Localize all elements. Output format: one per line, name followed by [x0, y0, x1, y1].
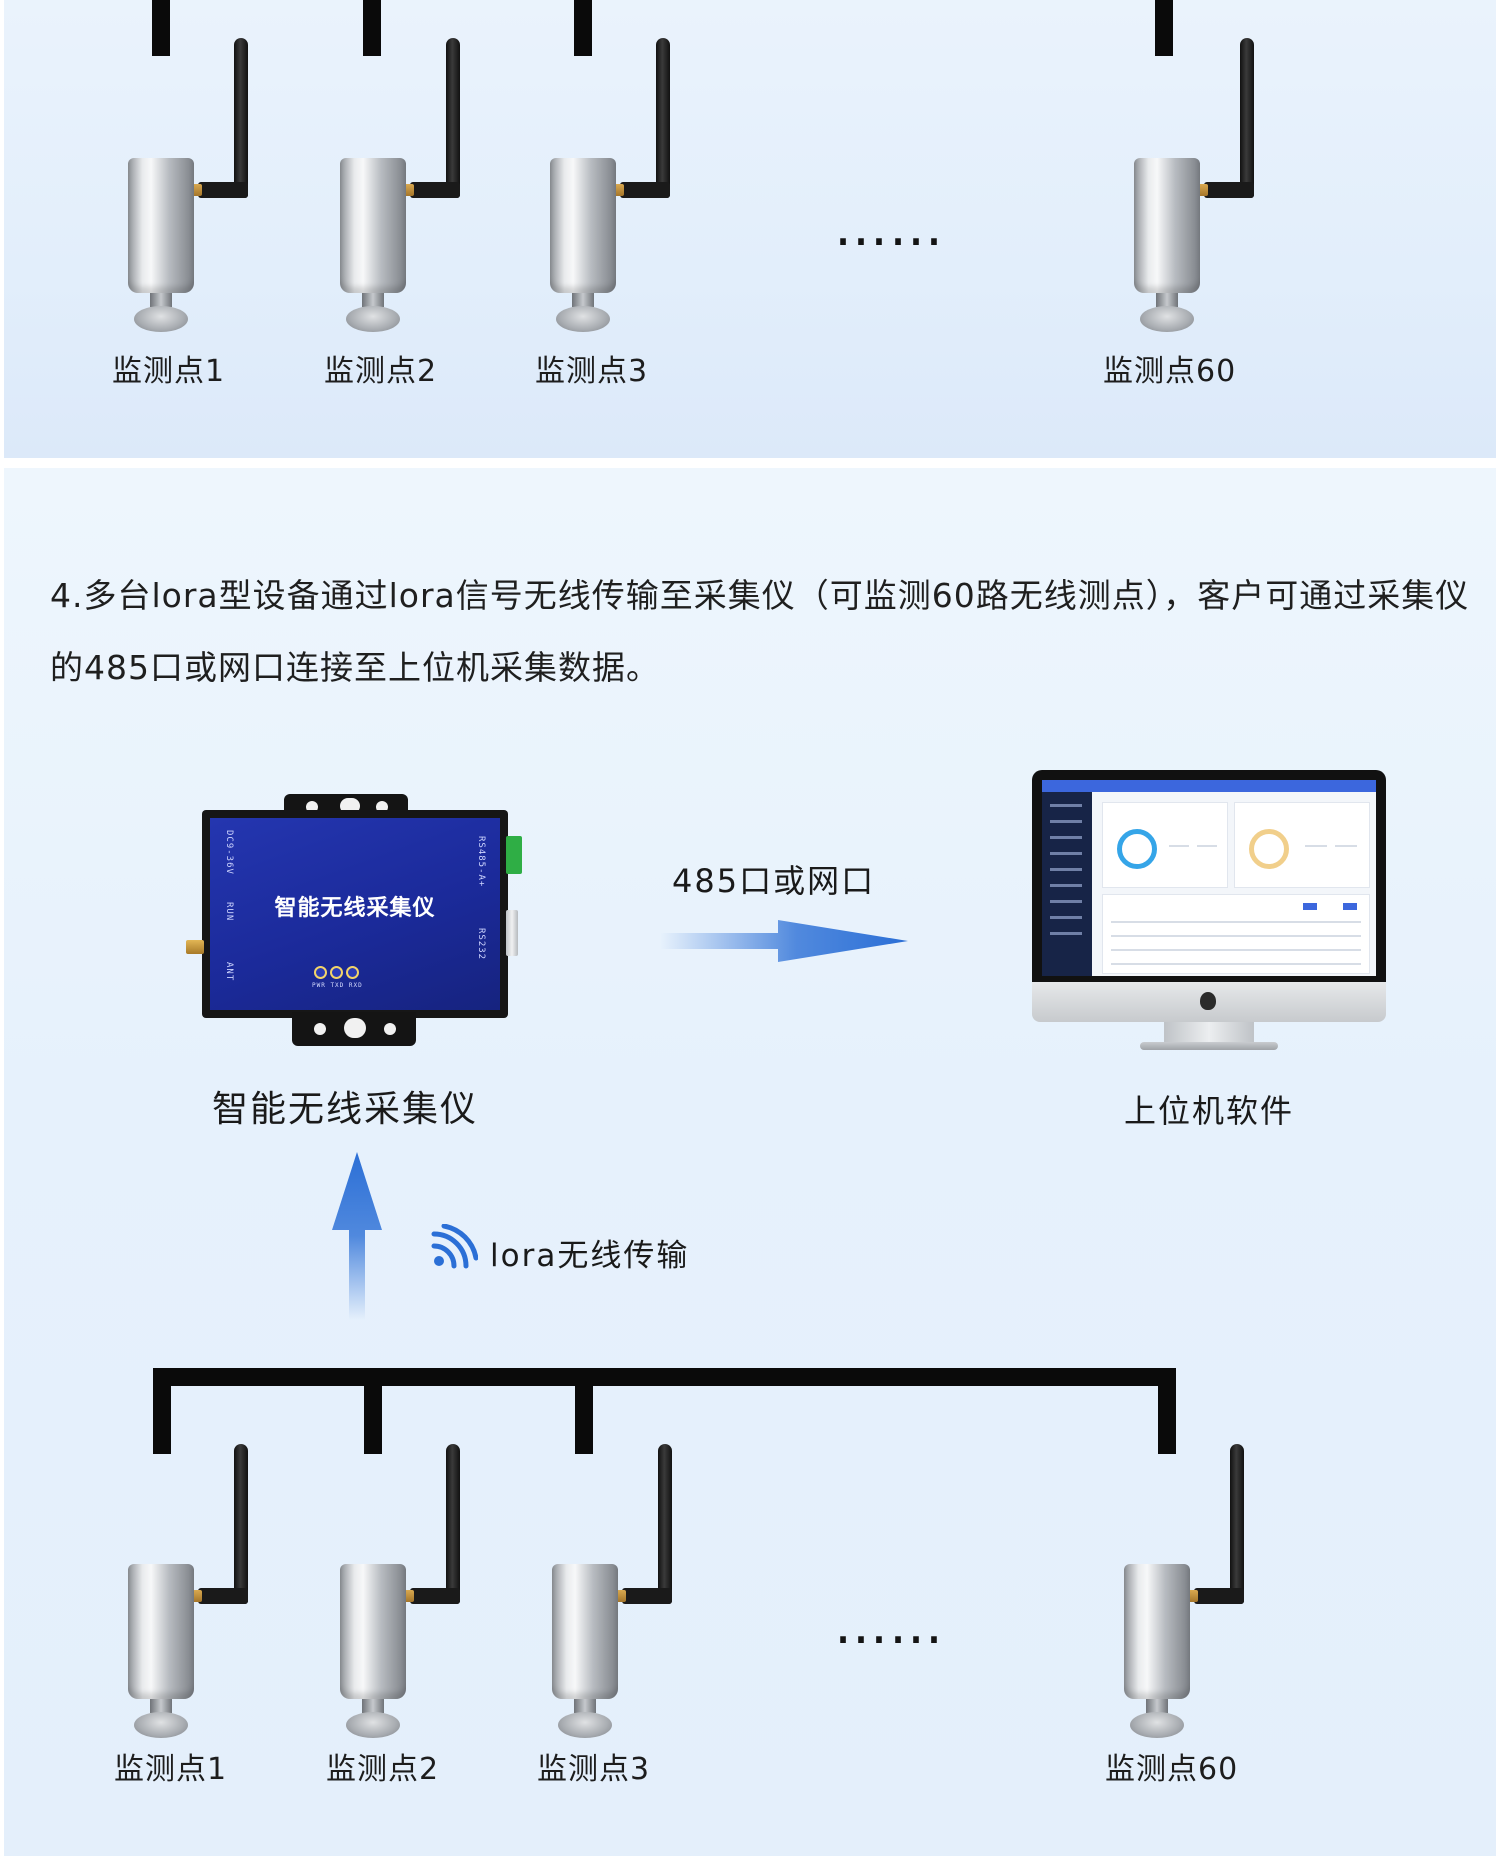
- bottom-sensor-1: [128, 1444, 268, 1738]
- sensor-body: [340, 158, 406, 293]
- sensor-body: [128, 158, 194, 293]
- port-label-rs232: RS232: [476, 928, 486, 961]
- antenna-connector: [186, 940, 204, 954]
- apple-logo-icon: [1200, 992, 1216, 1010]
- antenna: [656, 38, 670, 198]
- antenna: [234, 38, 248, 198]
- antenna: [1230, 1444, 1244, 1604]
- up-arrow-icon: [332, 1152, 382, 1320]
- port-label-ant: ANT: [224, 962, 234, 982]
- sensor-body: [1134, 158, 1200, 293]
- top-sensor-1: [128, 38, 268, 332]
- software-screen: [1042, 780, 1376, 976]
- bottom-bus-main: [153, 1368, 1176, 1386]
- sensor-base: [346, 1712, 400, 1738]
- sensor-base: [346, 306, 400, 332]
- top-ellipsis: ……: [834, 195, 944, 258]
- antenna: [1240, 38, 1254, 198]
- lora-label: lora无线传输: [490, 1238, 690, 1274]
- host-caption: 上位机软件: [1124, 1092, 1295, 1130]
- bottom-sensor-label-3: 监测点3: [537, 1752, 651, 1787]
- bottom-sensor-label-60: 监测点60: [1105, 1752, 1239, 1787]
- antenna: [446, 1444, 460, 1604]
- antenna: [234, 1444, 248, 1604]
- top-sensor-60: [1134, 38, 1274, 332]
- bottom-ellipsis: ……: [834, 1593, 944, 1656]
- led-caption: PWR TXD RXD: [312, 982, 363, 989]
- top-bus-stub-1: [152, 0, 170, 56]
- sensor-body: [550, 158, 616, 293]
- collector-device: DC9-36V RUN ANT RS485-A+ RS232 智能无线采集仪 P…: [180, 790, 540, 1060]
- terminal-block: [506, 836, 522, 874]
- bottom-bus-stub-3: [575, 1368, 593, 1454]
- mount-bracket-bottom: [292, 1012, 416, 1046]
- device-face-title: 智能无线采集仪: [274, 896, 436, 921]
- bottom-sensor-label-2: 监测点2: [326, 1752, 440, 1787]
- sensor-base: [1130, 1712, 1184, 1738]
- right-arrow-icon: [660, 920, 908, 962]
- sensor-body: [1124, 1564, 1190, 1699]
- led-txd: [330, 966, 343, 979]
- antenna: [658, 1444, 672, 1604]
- software-sidebar: [1042, 792, 1092, 976]
- top-sensor-2: [340, 38, 480, 332]
- sensor-base: [1140, 306, 1194, 332]
- host-computer: [1032, 770, 1386, 1050]
- device-face: DC9-36V RUN ANT RS485-A+ RS232 智能无线采集仪 P…: [210, 818, 500, 1010]
- port-label-run: RUN: [224, 902, 234, 922]
- sensor-body: [340, 1564, 406, 1699]
- bottom-sensor-2: [340, 1444, 480, 1738]
- antenna: [446, 38, 460, 198]
- bottom-sensor-label-1: 监测点1: [114, 1752, 228, 1787]
- port-label-dc: DC9-36V: [224, 830, 234, 875]
- sensor-base: [134, 1712, 188, 1738]
- link-label: 485口或网口: [672, 862, 876, 900]
- bottom-bus-stub-1: [153, 1368, 171, 1454]
- sensor-base: [558, 1712, 612, 1738]
- bottom-bus-stub-60: [1158, 1368, 1176, 1454]
- top-bus-stub-60: [1155, 0, 1173, 56]
- sensor-base: [134, 306, 188, 332]
- port-label-rs485: RS485-A+: [476, 836, 486, 888]
- top-sensor-label-2: 监测点2: [324, 354, 438, 389]
- description-text: 4.多台lora型设备通过lora信号无线传输至采集仪（可监测60路无线测点），…: [50, 576, 1470, 687]
- wifi-signal-icon: [431, 1224, 478, 1269]
- sensor-base: [556, 306, 610, 332]
- bottom-sensor-3: [552, 1444, 692, 1738]
- top-sensor-3: [550, 38, 690, 332]
- rs232-connector: [506, 910, 518, 956]
- bottom-bus-stub-2: [364, 1368, 382, 1454]
- led-pwr: [314, 966, 327, 979]
- bottom-sensor-60: [1124, 1444, 1264, 1738]
- top-bus-stub-3: [574, 0, 592, 56]
- collector-caption: 智能无线采集仪: [212, 1089, 479, 1130]
- top-sensor-label-1: 监测点1: [112, 354, 226, 389]
- top-bus-stub-2: [363, 0, 381, 56]
- sensor-body: [128, 1564, 194, 1699]
- bottom-panel: [4, 468, 1496, 1856]
- led-rxd: [346, 966, 359, 979]
- top-sensor-label-60: 监测点60: [1103, 354, 1237, 389]
- top-sensor-label-3: 监测点3: [535, 354, 649, 389]
- sensor-body: [552, 1564, 618, 1699]
